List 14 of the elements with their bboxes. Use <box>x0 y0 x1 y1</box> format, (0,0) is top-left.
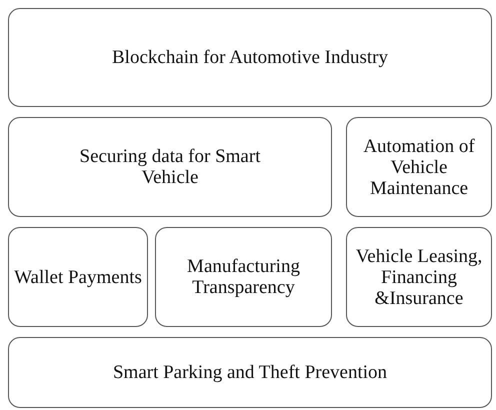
rounded-box <box>8 117 332 217</box>
rounded-box <box>8 8 492 107</box>
rounded-box <box>346 227 492 327</box>
box-label: Vehicle Leasing, Financing &Insurance <box>354 246 484 308</box>
box-label: Blockchain for Automotive Industry <box>112 47 388 68</box>
rounded-box <box>8 227 148 327</box>
box-label: Securing data for Smart Vehicle <box>78 146 262 188</box>
rounded-box <box>8 337 492 408</box>
rounded-box <box>155 227 332 327</box>
box-label: Automation of Vehicle Maintenance <box>362 136 476 198</box>
box-label: Wallet Payments <box>14 266 142 288</box>
box-label: Smart Parking and Theft Prevention <box>112 362 388 383</box>
box-label: Manufacturing Transparency <box>186 256 301 298</box>
rounded-box <box>346 117 492 217</box>
